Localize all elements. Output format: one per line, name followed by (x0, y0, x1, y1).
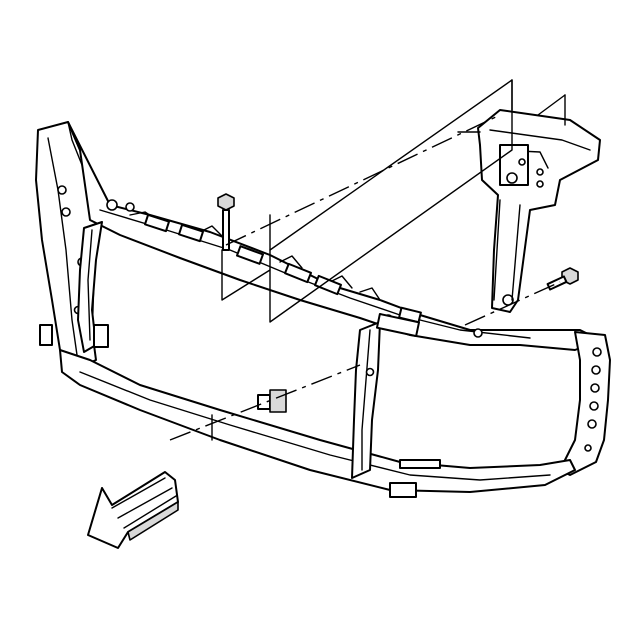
hood-latch-support-bracket (477, 109, 601, 313)
lower-cross-member (59, 349, 576, 493)
bolt-upper-center (217, 193, 235, 251)
alignment-lines (169, 79, 566, 441)
front-direction-arrow (87, 471, 179, 549)
bolt-right-side (546, 267, 579, 291)
bushing-lower (257, 389, 287, 413)
right-side-post (559, 331, 611, 476)
radiator-support-assembly (35, 121, 611, 498)
right-inner-brace (351, 321, 381, 479)
